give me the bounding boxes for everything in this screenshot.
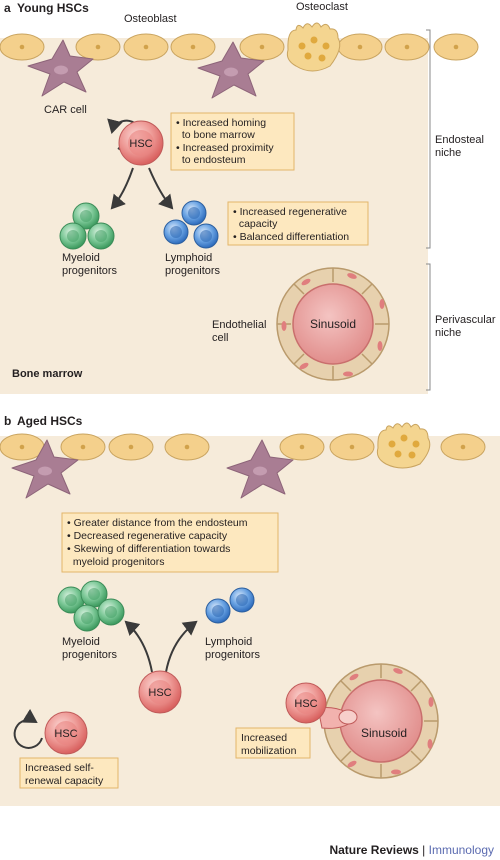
- myeloid-progenitors-label: Myeloid: [62, 252, 100, 264]
- credit-separator: |: [418, 843, 429, 857]
- aged-hsc-callout-line: myeloid progenitors: [67, 556, 164, 568]
- homing-callout-line: to bone marrow: [176, 129, 255, 141]
- homing-callout-line: to endosteum: [176, 154, 246, 166]
- regenerative-callout-box: [227, 201, 369, 246]
- car-cell-label: CAR cell: [44, 104, 87, 116]
- self-renewal-arrow-icon: [13, 708, 43, 749]
- myeloid-differentiation-arrow-icon: [124, 620, 153, 673]
- endosteal-niche-label: Endosteal: [435, 134, 484, 146]
- lymphoid-differentiation-arrow-icon: [165, 620, 198, 673]
- lymphoid-progenitors-label: Lymphoid: [165, 252, 212, 264]
- perivascular-niche-bracket: [426, 263, 431, 391]
- myeloid-progenitors-label: Myeloid: [62, 636, 100, 648]
- myeloid-differentiation-arrow-icon: [110, 167, 134, 210]
- regenerative-callout-line: • Balanced differentiation: [233, 231, 349, 243]
- car-cell: [197, 41, 265, 99]
- lymphoid-progenitors-label: progenitors: [205, 649, 261, 661]
- panel-b: b Aged HSCs: [0, 414, 500, 806]
- endothelial-cell-label: cell: [212, 332, 229, 344]
- panel-a-title: Young HSCs: [17, 1, 89, 15]
- osteoblast-row: [0, 433, 486, 461]
- self-renewal-callout-line: Increased self-: [25, 762, 94, 774]
- endosteal-niche-label: niche: [435, 147, 461, 159]
- credit-journal: Immunology: [428, 843, 494, 857]
- aged-hsc-callout-line: • Skewing of differentiation towards: [67, 543, 230, 555]
- myeloid-progenitors-cluster: [59, 202, 115, 250]
- endosteal-niche-bracket: [426, 29, 431, 249]
- homing-callout-box: [170, 112, 295, 171]
- osteoblast-label: Osteoblast: [124, 13, 177, 25]
- panel-b-letter: b: [4, 414, 11, 428]
- car-cell: [11, 439, 79, 499]
- mobilization-callout-box: [235, 727, 311, 759]
- aged-hsc-callout-line: • Decreased regenerative capacity: [67, 530, 228, 542]
- mobilization-callout-line: mobilization: [241, 745, 297, 757]
- mobilization-callout-line: Increased: [241, 732, 287, 744]
- myeloid-progenitors-cluster: [57, 580, 125, 632]
- self-renewal-callout-box: [19, 757, 119, 789]
- self-renewal-callout-line: renewal capacity: [25, 775, 104, 787]
- lymphoid-differentiation-arrow-icon: [148, 167, 174, 210]
- perivascular-niche-label: niche: [435, 327, 461, 339]
- panel-a-letter: a: [4, 1, 11, 15]
- aged-hsc-callout-line: • Greater distance from the endosteum: [67, 517, 248, 529]
- sinusoid-label: Sinusoid: [310, 317, 356, 331]
- regenerative-callout-line: capacity: [233, 218, 278, 230]
- car-cell: [27, 39, 94, 97]
- regenerative-callout-line: • Increased regenerative: [233, 206, 347, 218]
- journal-credit: Nature Reviews | Immunology: [329, 843, 494, 857]
- osteoclast: [286, 22, 341, 72]
- homing-callout-line: • Increased homing: [176, 117, 266, 129]
- homing-callout-line: • Increased proximity: [176, 142, 274, 154]
- aged-hsc-label: HSC: [148, 687, 171, 699]
- osteoblast-row: [0, 33, 479, 61]
- perivascular-niche-label: Perivascular: [435, 314, 496, 326]
- sinusoid-vessel: [276, 267, 390, 381]
- bone-marrow-label: Bone marrow: [12, 368, 83, 380]
- aged-hsc-callout-box: [61, 512, 279, 573]
- lymphoid-progenitors-cluster: [205, 587, 255, 624]
- myeloid-progenitors-label: progenitors: [62, 265, 118, 277]
- car-cell: [226, 439, 294, 499]
- lymphoid-progenitors-label: progenitors: [165, 265, 221, 277]
- mobilizing-hsc: [285, 682, 358, 729]
- self-renewing-hsc-label: HSC: [54, 728, 77, 740]
- lymphoid-progenitors-label: Lymphoid: [205, 636, 252, 648]
- myeloid-progenitors-label: progenitors: [62, 649, 118, 661]
- hsc-label: HSC: [129, 138, 152, 150]
- panel-b-title: Aged HSCs: [17, 414, 83, 428]
- osteoclast-label: Osteoclast: [296, 1, 348, 13]
- mobilizing-hsc-label: HSC: [294, 698, 317, 710]
- sinusoid-label: Sinusoid: [361, 726, 407, 740]
- endothelial-cell-label: Endothelial: [212, 319, 266, 331]
- panel-a: a Young HSCs Osteoblast Osteoclast: [0, 1, 496, 394]
- lymphoid-progenitors-cluster: [163, 200, 219, 249]
- credit-brand: Nature Reviews: [329, 843, 419, 857]
- osteoclast: [376, 422, 431, 469]
